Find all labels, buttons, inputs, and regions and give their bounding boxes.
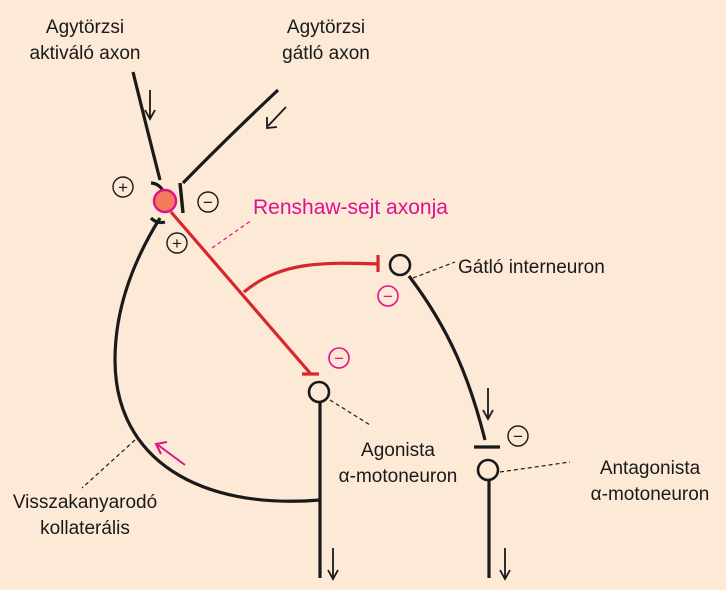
antagonist-motoneuron-body xyxy=(476,458,500,482)
svg-text:−: − xyxy=(334,349,344,368)
renshaw-axon-main xyxy=(169,210,312,375)
minus-sign-antagonist: − xyxy=(507,425,529,447)
label-collateral-line2: kollaterális xyxy=(40,518,130,539)
label-inhibitory-line2: gátló axon xyxy=(282,43,370,64)
inhibitory-axon-terminal xyxy=(178,182,185,214)
label-antagonist-line1: Antagonista xyxy=(600,458,701,479)
collateral-label-leader xyxy=(81,439,136,489)
label-collateral-line1: Visszakanyarodó xyxy=(13,492,157,513)
label-agonist-line1: Agonista xyxy=(361,440,435,461)
interneuron-label-leader xyxy=(412,261,456,279)
label-agonist-line2: α-motoneuron xyxy=(339,466,458,487)
diagonal-arrow-icon-head xyxy=(266,117,278,129)
svg-text:−: − xyxy=(203,193,213,212)
agonist-label-leader xyxy=(329,399,371,426)
antagonist-down-arrow-head xyxy=(499,569,511,581)
recurrent-collateral xyxy=(113,217,321,503)
renshaw-cell-body xyxy=(152,188,178,214)
plus-sign-collateral: + xyxy=(166,232,188,254)
diagonal-arrow-icon xyxy=(267,106,287,127)
interneuron-down-arrow-head xyxy=(482,409,494,421)
plus-sign-activating: + xyxy=(112,176,134,198)
renshaw-label-leader xyxy=(211,219,253,249)
svg-text:−: − xyxy=(383,287,393,306)
svg-text:−: − xyxy=(513,427,523,446)
svg-text:+: + xyxy=(172,234,182,253)
collateral-direction-arrow-head xyxy=(154,441,168,455)
agonist-motoneuron-body xyxy=(307,380,331,404)
label-activating-line1: Agytörzsi xyxy=(46,17,124,38)
svg-text:+: + xyxy=(118,178,128,197)
label-activating-line2: aktiváló axon xyxy=(30,43,141,64)
collateral-terminal xyxy=(149,216,166,225)
down-arrow-icon-head xyxy=(144,109,156,121)
label-antagonist-line2: α-motoneuron xyxy=(591,484,710,505)
brainstem-activating-axon xyxy=(131,71,162,181)
agonist-down-arrow-head xyxy=(327,569,339,581)
minus-sign-interneuron: − xyxy=(377,285,399,307)
interneuron-axon xyxy=(407,275,487,441)
label-renshaw-axon: Renshaw-sejt axonja xyxy=(253,196,448,219)
minus-sign-agonist: − xyxy=(328,347,350,369)
renshaw-axon-branch xyxy=(242,261,379,294)
collateral-direction-arrow-icon xyxy=(157,444,186,466)
brainstem-inhibitory-axon xyxy=(181,88,280,185)
label-inhibitory-line1: Agytörzsi xyxy=(287,17,365,38)
label-inhibitory-interneuron: Gátló interneuron xyxy=(458,257,605,278)
minus-sign-inhibitory: − xyxy=(197,191,219,213)
antagonist-label-leader xyxy=(499,461,571,473)
inhibitory-interneuron-body xyxy=(388,253,412,277)
